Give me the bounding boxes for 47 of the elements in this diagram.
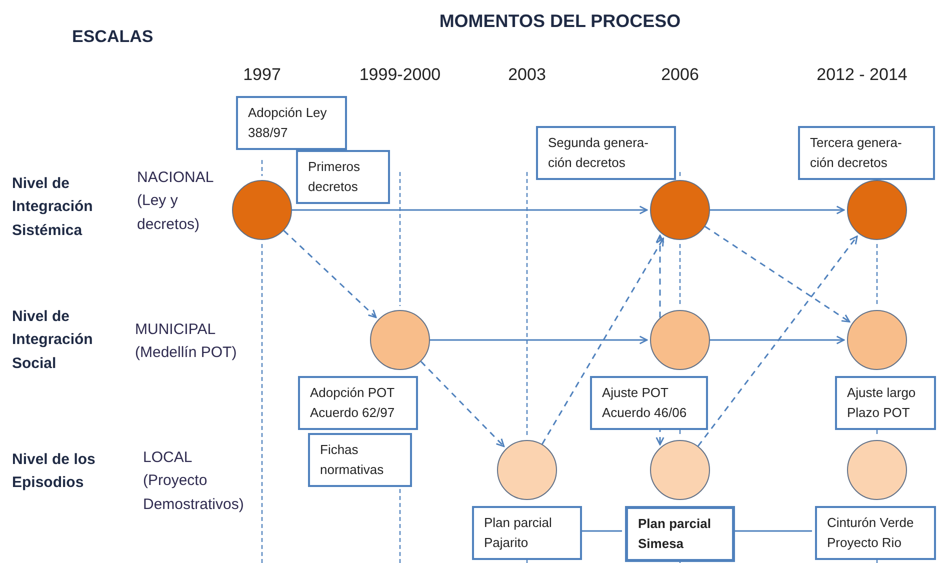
milestone-label: Primeros decretos — [308, 158, 362, 196]
year-label: 2003 — [507, 64, 547, 86]
year-label: 1997 — [242, 64, 282, 86]
dashed-arrow — [420, 360, 505, 448]
year-label: 1999-2000 — [358, 64, 442, 86]
milestone-label: Segunda genera- ción decretos — [548, 134, 650, 172]
milestone-label: Tercera genera- ción decretos — [810, 134, 903, 172]
year-label: 2012 - 2014 — [816, 64, 908, 86]
dashed-arrow — [283, 230, 377, 318]
scale-label: Nivel de los Episodios — [12, 450, 96, 494]
connector-line — [582, 530, 622, 532]
milestone-label: Adopción Ley 388/97 — [248, 104, 328, 142]
milestone-label: Ajuste POT Acuerdo 46/06 — [602, 384, 688, 422]
milestone-label: Fichas normativas — [320, 441, 385, 480]
milestone-box — [835, 376, 936, 430]
milestone-box — [296, 150, 390, 204]
arrow — [710, 336, 845, 344]
arrow — [710, 206, 845, 214]
milestone-box — [236, 96, 347, 150]
dashed-arrow — [698, 236, 858, 447]
arrow — [430, 336, 648, 344]
milestone-label: Plan parcial Simesa — [638, 515, 712, 554]
milestone-box — [798, 126, 935, 180]
milestone-box — [298, 376, 418, 430]
milestone-box — [625, 506, 735, 562]
scale-label: Nivel de Integración Sistémica — [12, 174, 94, 240]
milestone-box — [472, 506, 582, 560]
scale-label: MUNICIPAL (Medellín POT) — [135, 320, 238, 364]
year-label: 2006 — [660, 64, 700, 86]
milestone-label: Cinturón Verde Proyecto Rio — [827, 514, 915, 552]
milestone-label: Ajuste largo Plazo POT — [847, 384, 917, 422]
milestone-box — [536, 126, 676, 180]
milestone-box — [308, 433, 412, 488]
connector-line — [735, 530, 812, 532]
milestone-box — [815, 506, 936, 560]
dashed-arrow — [542, 238, 664, 444]
diagram-title: MOMENTOS DEL PROCESO — [438, 10, 682, 33]
arrow — [292, 206, 648, 214]
axis-title: ESCALAS — [72, 26, 154, 48]
dashed-arrow — [704, 226, 850, 323]
dashed-arrow — [656, 234, 664, 318]
milestone-box — [590, 376, 708, 430]
milestone-label: Plan parcial Pajarito — [484, 514, 553, 552]
scale-label: NACIONAL (Ley y decretos) — [137, 168, 214, 234]
scale-label: Nivel de Integración Social — [12, 307, 94, 374]
milestone-label: Adopción POT Acuerdo 62/97 — [310, 384, 396, 422]
scale-label: LOCAL (Proyecto Demostrativos) — [143, 448, 245, 514]
